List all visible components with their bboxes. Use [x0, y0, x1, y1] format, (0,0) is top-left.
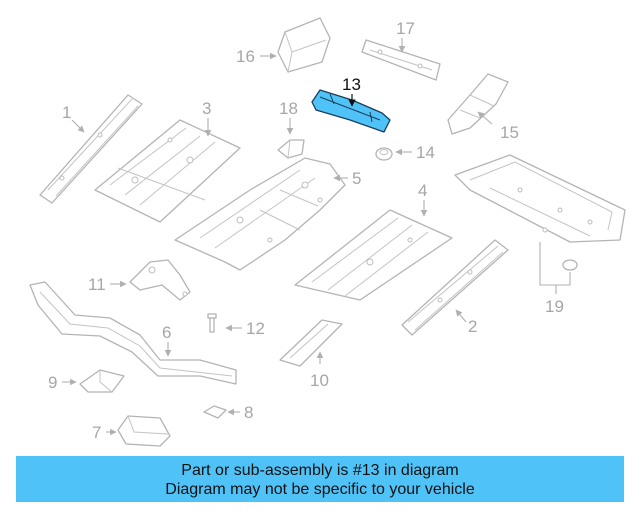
part-17-crossmember[interactable]: [361, 39, 441, 81]
part-label-10: 10: [310, 371, 329, 390]
part-13-highlighted[interactable]: [311, 89, 391, 133]
banner-line-2: Diagram may not be specific to your vehi…: [165, 481, 475, 498]
part-12-bolt[interactable]: [207, 313, 217, 333]
part-6-frame[interactable]: [29, 281, 237, 385]
part-label-2: 2: [468, 317, 477, 336]
part-label-1: 1: [62, 103, 71, 122]
part-5-center-floor[interactable]: [174, 157, 346, 271]
part-label-12: 12: [246, 319, 265, 338]
part-3-front-floor[interactable]: [94, 119, 241, 223]
part-label-11: 11: [88, 275, 106, 294]
part-1-rail[interactable]: [39, 94, 143, 204]
part-label-17: 17: [396, 19, 415, 38]
part-18-bracket[interactable]: [277, 139, 305, 159]
part-label-5: 5: [352, 169, 361, 188]
part-10-reinforcement[interactable]: [279, 319, 343, 367]
part-9-bracket[interactable]: [79, 369, 125, 393]
part-label-13: 13: [342, 75, 361, 94]
part-label-15: 15: [500, 123, 519, 142]
part-2-rocker[interactable]: [401, 239, 509, 336]
part-label-19: 19: [545, 297, 564, 316]
part-label-7: 7: [92, 423, 101, 442]
part-16-bracket[interactable]: [277, 17, 331, 73]
part-label-14: 14: [416, 143, 435, 162]
parts-diagram: 1 3 16 17 13 15 18: [29, 17, 626, 447]
part-label-18: 18: [279, 99, 298, 118]
part-14-grommet[interactable]: [375, 147, 393, 161]
part-label-9: 9: [48, 373, 57, 392]
part-label-3: 3: [202, 99, 211, 118]
part-11-bracket[interactable]: [129, 259, 191, 301]
part-19-rear-panel[interactable]: [454, 154, 626, 243]
part-19-clip[interactable]: [562, 259, 578, 271]
info-banner: Part or sub-assembly is #13 in diagram D…: [16, 456, 624, 502]
part-8-pad[interactable]: [203, 405, 227, 419]
part-label-16: 16: [236, 47, 255, 66]
part-label-8: 8: [244, 403, 253, 422]
part-label-6: 6: [162, 323, 171, 342]
banner-line-1: Part or sub-assembly is #13 in diagram: [181, 462, 459, 479]
part-4-rear-floor[interactable]: [294, 209, 453, 301]
part-label-4: 4: [418, 181, 427, 200]
part-7-bracket[interactable]: [117, 415, 171, 447]
part-15-bracket[interactable]: [447, 73, 509, 135]
